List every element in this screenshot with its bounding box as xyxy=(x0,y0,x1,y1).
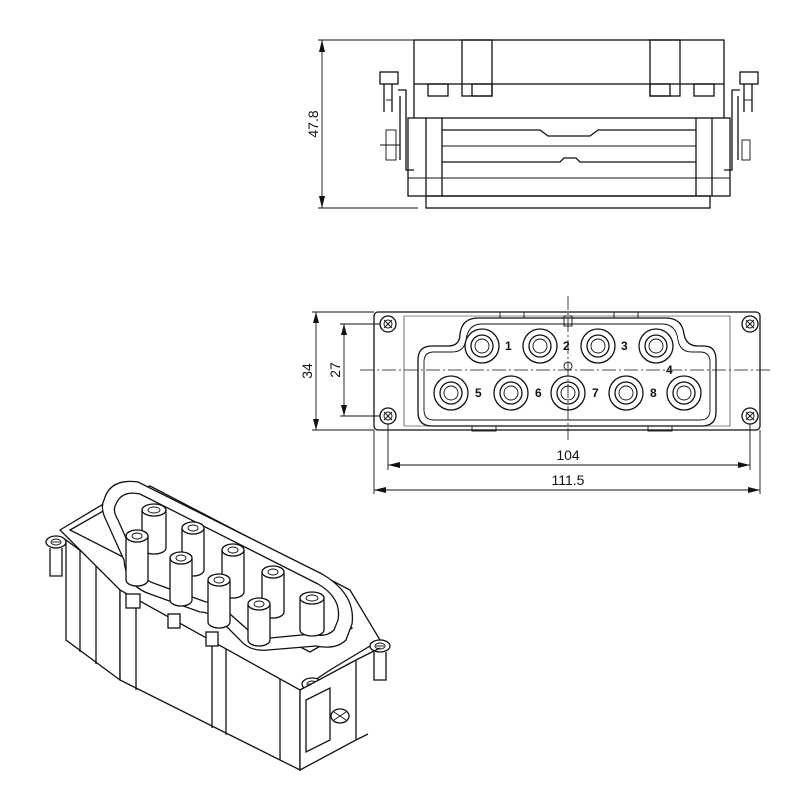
pin-contact xyxy=(608,375,644,411)
pin-label-8: 8 xyxy=(650,386,657,400)
front-view: 1 2 3 4 5 6 7 8 34 27 104 111.5 xyxy=(299,296,772,494)
corner-screw-icon xyxy=(379,407,397,425)
coding-key xyxy=(563,315,573,327)
width-outer-dimension-label: 34 xyxy=(299,363,315,379)
pin-label-4: 4 xyxy=(666,363,673,377)
pin-label-5: 5 xyxy=(475,386,482,400)
isometric-view xyxy=(45,480,391,772)
pe-marker-icon xyxy=(563,361,573,371)
pin-contact xyxy=(580,328,616,364)
screw-icon xyxy=(369,639,391,681)
pin-contact xyxy=(638,328,674,364)
width-inner-dimension-label: 27 xyxy=(327,362,343,378)
pin-contact xyxy=(181,521,205,577)
height-dimension-label: 47.8 xyxy=(305,110,321,137)
corner-screw-icon xyxy=(379,315,397,333)
pin-contact xyxy=(169,551,193,607)
length-outer-dimension-label: 111.5 xyxy=(552,472,585,488)
pin-contact xyxy=(666,375,702,411)
pin-contact xyxy=(247,597,271,647)
pin-label-1: 1 xyxy=(505,339,512,353)
pin-contact xyxy=(550,375,586,411)
pin-label-2: 2 xyxy=(563,339,570,353)
pin-contact xyxy=(207,573,231,629)
screw-icon xyxy=(45,535,67,577)
pin-contact xyxy=(433,375,469,411)
pin-label-3: 3 xyxy=(621,339,628,353)
pin-contact xyxy=(299,591,325,637)
pin-contact xyxy=(522,328,558,364)
pin-contact xyxy=(125,529,149,587)
pin-label-6: 6 xyxy=(535,386,542,400)
side-view: 47.8 xyxy=(305,39,759,209)
corner-screw-icon xyxy=(741,407,759,425)
pin-contact xyxy=(493,375,529,411)
length-inner-dimension-label: 104 xyxy=(556,447,580,463)
pin-label-7: 7 xyxy=(592,386,599,400)
corner-screw-icon xyxy=(741,315,759,333)
pe-screw-icon xyxy=(330,708,350,724)
pin-contact xyxy=(464,328,500,364)
